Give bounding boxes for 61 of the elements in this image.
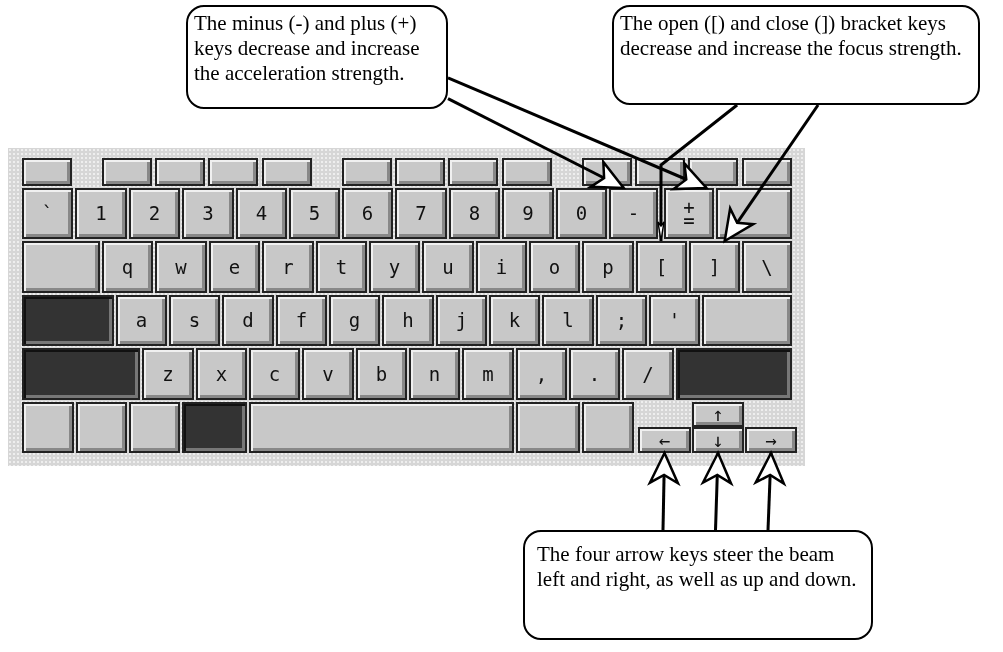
keyboard-key: e: [209, 241, 260, 293]
keyboard-key: u: [422, 241, 474, 293]
keyboard-key: 9: [502, 188, 554, 239]
keyboard-key: s: [169, 295, 220, 346]
keyboard-key: h: [382, 295, 434, 346]
keyboard-key: [: [636, 241, 687, 293]
arrow: [657, 103, 739, 242]
keyboard-key: p: [582, 241, 634, 293]
keyboard-key: ,: [516, 348, 567, 400]
keyboard-key: .: [569, 348, 620, 400]
keyboard-key: c: [249, 348, 300, 400]
keyboard-key: 6: [342, 188, 393, 239]
keyboard-key: ↑: [692, 402, 744, 427]
keyboard-key: ]: [689, 241, 740, 293]
arrow: [648, 451, 680, 531]
keyboard-key: 0: [556, 188, 607, 239]
keyboard-key: `: [22, 188, 73, 239]
keyboard-key: l: [542, 295, 594, 346]
keyboard-key: w: [155, 241, 207, 293]
keyboard-key: 3: [182, 188, 234, 239]
keyboard-key: 4: [236, 188, 287, 239]
keyboard-key: -: [609, 188, 658, 239]
callout-box: The minus (-) and plus (+) keys decrease and increase the acceleration strength.: [186, 5, 448, 109]
arrow: [723, 104, 820, 243]
keyboard-key: n: [409, 348, 460, 400]
keyboard-key: a: [116, 295, 167, 346]
keyboard-key: \: [742, 241, 792, 293]
keyboard-key: 1: [75, 188, 127, 239]
keyboard-key: o: [529, 241, 580, 293]
keyboard-key: 2: [129, 188, 180, 239]
keyboard-key: + =: [664, 188, 714, 239]
keyboard-key: i: [476, 241, 527, 293]
keyboard-key: q: [102, 241, 153, 293]
callout-box: The open ([) and close (]) bracket keys decrease and increase the focus strength.: [612, 5, 980, 105]
keyboard-key: r: [262, 241, 314, 293]
arrow: [754, 451, 786, 531]
keyboard-key: ': [649, 295, 700, 346]
keyboard-key: →: [745, 427, 797, 453]
arrow: [701, 451, 733, 531]
keyboard-key: j: [436, 295, 487, 346]
keyboard-key: d: [222, 295, 274, 346]
arrow: [447, 97, 625, 190]
keyboard-key: t: [316, 241, 367, 293]
keyboard-key: /: [622, 348, 674, 400]
keyboard-key: z: [142, 348, 194, 400]
keyboard-key: y: [369, 241, 420, 293]
keyboard-key: ;: [596, 295, 647, 346]
keyboard-key: v: [302, 348, 354, 400]
keyboard-key: g: [329, 295, 380, 346]
keyboard-key: 5: [289, 188, 340, 239]
keyboard-key: x: [196, 348, 247, 400]
keyboard-key: ←: [638, 427, 691, 453]
arrow: [447, 76, 708, 191]
keyboard-key: b: [356, 348, 407, 400]
callout-box: The four arrow keys steer the beam left and right, as well as up and down.: [523, 530, 873, 640]
keyboard-key: f: [276, 295, 327, 346]
keyboard-key: k: [489, 295, 540, 346]
keyboard-key: 7: [395, 188, 447, 239]
keyboard-key: m: [462, 348, 514, 400]
keyboard-key: 8: [449, 188, 500, 239]
keyboard-key: ↓: [692, 427, 744, 453]
